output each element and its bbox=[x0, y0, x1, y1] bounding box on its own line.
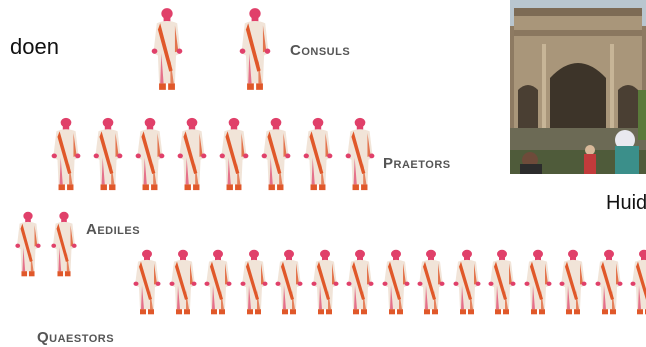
praetor-figure bbox=[134, 116, 166, 192]
quaestor-figure bbox=[452, 248, 482, 316]
label-aediles: AEDILES bbox=[86, 222, 140, 237]
praetor-figure bbox=[176, 116, 208, 192]
praetor-figure bbox=[260, 116, 292, 192]
label-praetors: PRAETORS bbox=[383, 156, 451, 171]
quaestor-figure bbox=[594, 248, 624, 316]
consul-figure bbox=[150, 6, 184, 92]
quaestor-figure bbox=[203, 248, 233, 316]
quaestor-figure bbox=[629, 248, 646, 316]
quaestor-figure bbox=[416, 248, 446, 316]
quaestor-figure bbox=[239, 248, 269, 316]
quaestor-figure bbox=[274, 248, 304, 316]
aedile-figure bbox=[14, 210, 42, 278]
quaestor-figure bbox=[132, 248, 162, 316]
quaestor-figure bbox=[381, 248, 411, 316]
text-fragment-left: doen bbox=[10, 34, 59, 60]
consul-figure bbox=[238, 6, 272, 92]
arch-photo-svg bbox=[510, 0, 646, 174]
label-consuls: CONSULS bbox=[290, 43, 350, 58]
praetor-figure bbox=[92, 116, 124, 192]
quaestor-figure bbox=[558, 248, 588, 316]
quaestor-figure bbox=[523, 248, 553, 316]
praetor-figure bbox=[50, 116, 82, 192]
aedile-figure bbox=[50, 210, 78, 278]
arch-photo bbox=[510, 0, 646, 174]
quaestor-figure bbox=[310, 248, 340, 316]
label-quaestors: QUAESTORS bbox=[37, 330, 114, 345]
praetor-figure bbox=[344, 116, 376, 192]
praetor-figure bbox=[302, 116, 334, 192]
quaestor-figure bbox=[487, 248, 517, 316]
quaestor-figure bbox=[345, 248, 375, 316]
text-fragment-right: Huid bbox=[606, 192, 646, 215]
quaestor-figure bbox=[168, 248, 198, 316]
praetor-figure bbox=[218, 116, 250, 192]
